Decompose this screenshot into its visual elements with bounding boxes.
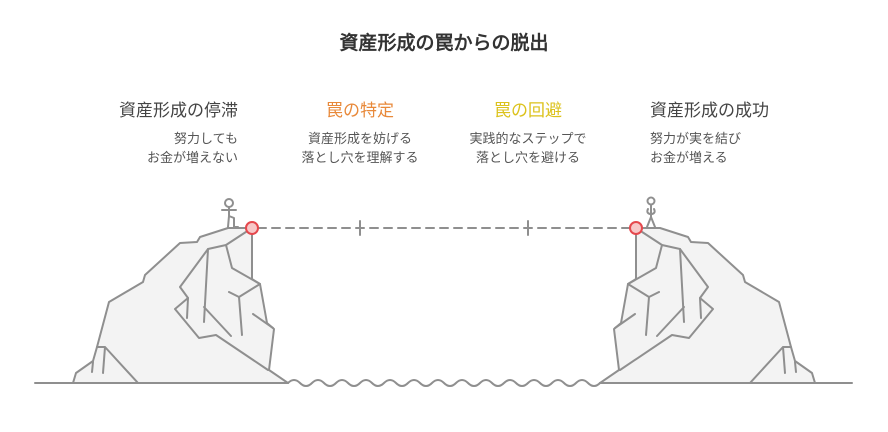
stage-1-desc-line: お金が増えない <box>146 151 238 166</box>
stage-2-description: 資産形成を妨げる 落とし穴を理解する <box>280 130 440 168</box>
stage-2-desc-line: 落とし穴を理解する <box>301 151 419 166</box>
start-marker-icon <box>245 221 259 235</box>
stuck-person-icon <box>221 198 239 228</box>
stage-3-heading: 罠の回避 <box>494 101 562 121</box>
stage-4-description: 努力が実を結び お金が増える <box>650 130 850 168</box>
stage-1-heading: 資産形成の停滞 <box>119 101 238 121</box>
stage-1-desc-line: 努力しても <box>174 132 238 147</box>
stage-3-description: 実践的なステップで 落とし穴を避ける <box>448 130 608 168</box>
left-cliff <box>72 227 289 384</box>
end-marker-icon <box>629 221 643 235</box>
standing-person-icon <box>646 196 656 228</box>
stage-4-desc-line: 努力が実を結び <box>650 132 742 147</box>
stage-4-desc-line: お金が増える <box>650 151 728 166</box>
stage-2-desc-line: 資産形成を妨げる <box>307 132 412 147</box>
stage-1-description: 努力しても お金が増えない <box>60 130 238 168</box>
right-cliff <box>599 227 816 384</box>
diagram-title: 資産形成の罠からの脱出 <box>339 32 549 54</box>
stage-4-heading: 資産形成の成功 <box>650 101 769 121</box>
stage-2-heading: 罠の特定 <box>326 101 394 121</box>
stage-3-desc-line: 実践的なステップで <box>469 132 587 147</box>
water-waves <box>287 379 601 387</box>
stage-3-desc-line: 落とし穴を避ける <box>475 151 580 166</box>
